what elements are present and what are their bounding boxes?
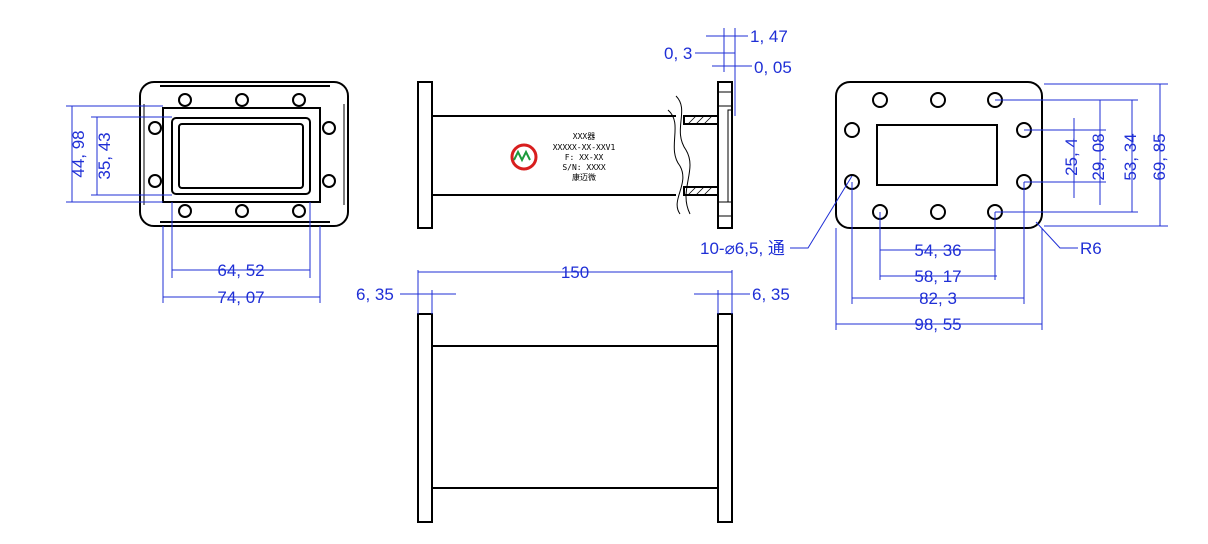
bottom-view: 150 6, 35 6, 35: [356, 263, 790, 523]
side-dimensions: [695, 28, 752, 116]
side-right-flange-hole: [717, 91, 733, 107]
side-right-flange: [717, 81, 733, 229]
break-line: [675, 95, 691, 215]
dim-rear-53: 53, 34: [1121, 133, 1140, 180]
bottom-dimensions: [400, 270, 750, 314]
bolt-hole: [148, 174, 162, 188]
holes-note: 10-⌀6,5, 通: [700, 239, 785, 258]
bolt-hole: [322, 121, 336, 135]
rear-flange-outline: [835, 81, 1043, 229]
dim-flange-left: 6, 35: [356, 285, 394, 304]
bottom-right-flange: [717, 313, 733, 523]
break-line: [667, 109, 684, 215]
bolt-hole: [930, 92, 946, 108]
logo: [510, 143, 538, 171]
nameplate-line2: XXXXX-XX-XXV1: [553, 143, 616, 152]
dim-rear-29: 29, 08: [1089, 133, 1108, 180]
dim-rear-58: 58, 17: [914, 267, 961, 286]
dim-length: 150: [561, 263, 589, 282]
dim-front-outer-width: 74, 07: [217, 288, 264, 307]
rear-bolt-holes: [844, 92, 1032, 220]
nameplate-line3: F: XX-XX: [565, 153, 604, 162]
bolt-hole: [235, 93, 249, 107]
front-view: 44, 98 35, 43 64, 52 74, 07: [66, 81, 349, 307]
side-view: XXX器 XXXXX-XX-XXV1 F: XX-XX S/N: XXXX 康迈…: [417, 27, 792, 229]
front-dimensions: [66, 105, 321, 303]
radius-note: R6: [1080, 239, 1102, 258]
rear-aperture: [876, 124, 998, 186]
dim-rear-25: 25, 4: [1062, 138, 1081, 176]
front-aperture: [178, 123, 304, 189]
bolt-hole: [844, 122, 860, 138]
dim-rear-82: 82, 3: [919, 289, 957, 308]
bolt-hole: [235, 204, 249, 218]
dim-side-top-small: 0, 3: [664, 44, 692, 63]
dim-front-outer-height: 44, 98: [69, 130, 88, 177]
dim-front-inner-height: 35, 43: [95, 132, 114, 179]
front-mid-rect: [171, 117, 311, 195]
dim-rear-98: 98, 55: [914, 315, 961, 334]
bolt-hole: [292, 93, 306, 107]
nameplate-line5: 康迈微: [572, 172, 596, 182]
front-flange-outline: [139, 81, 349, 227]
rear-view: 25, 4 29, 08 53, 34 69, 85 54, 36 58, 17…: [700, 81, 1169, 334]
dim-side-top-tol: 0, 05: [754, 58, 792, 77]
rear-dimensions: [790, 83, 1168, 330]
front-bolt-holes: [148, 93, 336, 218]
bolt-hole: [930, 204, 946, 220]
bottom-left-flange: [417, 313, 433, 523]
nameplate-line4: S/N: XXXX: [562, 163, 606, 172]
bolt-hole: [178, 204, 192, 218]
bolt-hole: [322, 174, 336, 188]
dim-rear-54: 54, 36: [914, 241, 961, 260]
bolt-hole: [148, 121, 162, 135]
hatching: [687, 115, 713, 196]
bolt-hole: [872, 92, 888, 108]
dim-rear-69: 69, 85: [1150, 133, 1169, 180]
side-right-flange-hole: [717, 201, 733, 217]
dim-front-inner-width: 64, 52: [217, 261, 264, 280]
side-right-flange-recess: [727, 109, 733, 203]
dim-side-top-big: 1, 47: [750, 27, 788, 46]
nameplate-line1: XXX器: [573, 132, 595, 141]
bolt-hole: [178, 93, 192, 107]
front-outer-rect: [162, 107, 321, 203]
dim-flange-right: 6, 35: [752, 285, 790, 304]
side-left-flange: [417, 81, 433, 229]
bolt-hole: [292, 204, 306, 218]
nameplate: XXX器 XXXXX-XX-XXV1 F: XX-XX S/N: XXXX 康迈…: [510, 132, 616, 182]
